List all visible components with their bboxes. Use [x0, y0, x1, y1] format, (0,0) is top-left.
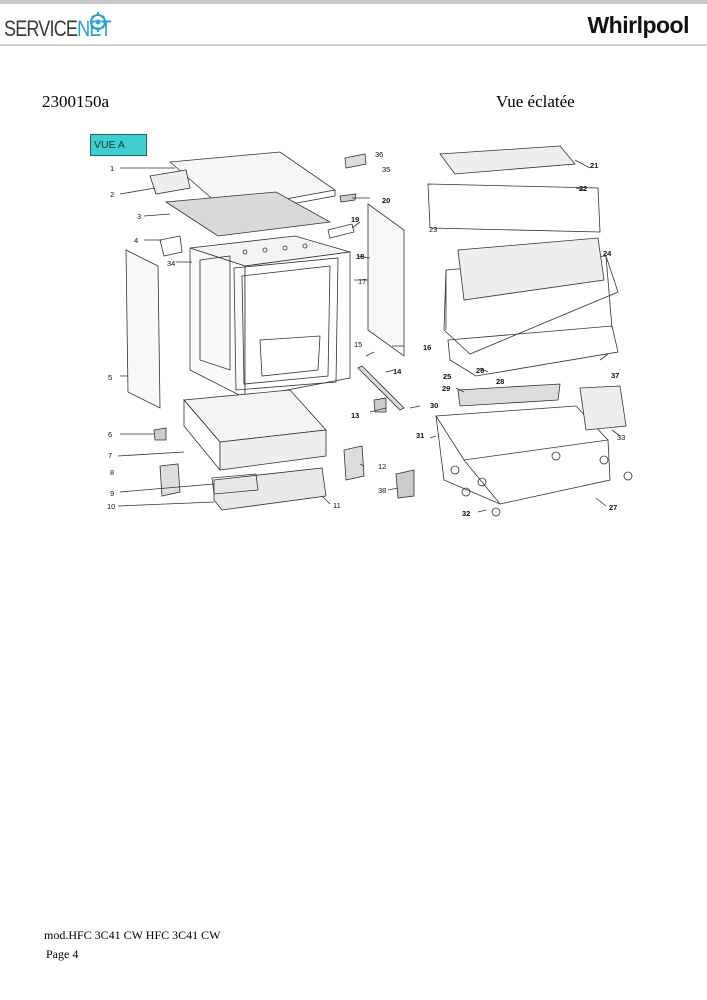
part-label-37: 37 [611, 371, 619, 380]
part-label-12: 12 [378, 462, 386, 471]
part-label-23: 23 [429, 225, 437, 234]
servicenet-logo-text-a: SERVICE [4, 16, 78, 41]
part-label-18: 18 [356, 252, 364, 261]
part-label-9: 9 [110, 489, 114, 498]
part-label-21: 21 [590, 161, 598, 170]
part-label-15: 15 [354, 340, 362, 349]
part-label-38: 38 [378, 486, 386, 495]
part-label-10: 10 [107, 502, 115, 511]
part-label-34: 34 [167, 259, 175, 268]
part-label-29: 29 [442, 384, 450, 393]
part-label-6: 6 [108, 430, 112, 439]
part-label-20: 20 [382, 196, 390, 205]
part-label-8: 8 [110, 468, 114, 477]
part-label-19: 19 [351, 215, 359, 224]
part-label-35: 35 [382, 165, 390, 174]
footer-model: mod.HFC 3C41 CW HFC 3C41 CW [44, 928, 221, 942]
part-label-22: 22 [579, 184, 587, 193]
part-label-27: 27 [609, 503, 617, 512]
part-label-2: 2 [110, 190, 114, 199]
part-label-1: 1 [110, 164, 114, 173]
part-label-36: 36 [375, 150, 383, 159]
part-label-3: 3 [137, 212, 141, 221]
part-label-14: 14 [393, 367, 402, 376]
gear-icon [90, 12, 106, 32]
part-label-28: 28 [496, 377, 504, 386]
document-code: 2300150a [42, 92, 110, 111]
part-label-32: 32 [462, 509, 470, 518]
part-label-5: 5 [108, 373, 112, 382]
view-badge: VUE A [90, 134, 147, 156]
part-label-13: 13 [351, 411, 359, 420]
part-label-24: 24 [603, 249, 612, 258]
part-label-31: 31 [416, 431, 424, 440]
part-label-26: 26 [476, 366, 484, 375]
part-label-30: 30 [430, 401, 438, 410]
top-bar [0, 0, 707, 4]
footer-page: Page 4 [46, 947, 79, 961]
part-label-4: 4 [134, 236, 138, 245]
servicenet-logo: SERVICENET [4, 10, 124, 44]
part-label-25: 25 [443, 372, 451, 381]
header-divider [0, 44, 707, 46]
part-label-11: 11 [333, 501, 341, 510]
part-label-16: 16 [423, 343, 431, 352]
whirlpool-logo: Whirlpool [587, 12, 689, 38]
part-label-33: 33 [617, 433, 625, 442]
part-label-7: 7 [108, 451, 112, 460]
part-label-17: 17 [358, 277, 366, 286]
view-title: Vue éclatée [496, 92, 575, 111]
